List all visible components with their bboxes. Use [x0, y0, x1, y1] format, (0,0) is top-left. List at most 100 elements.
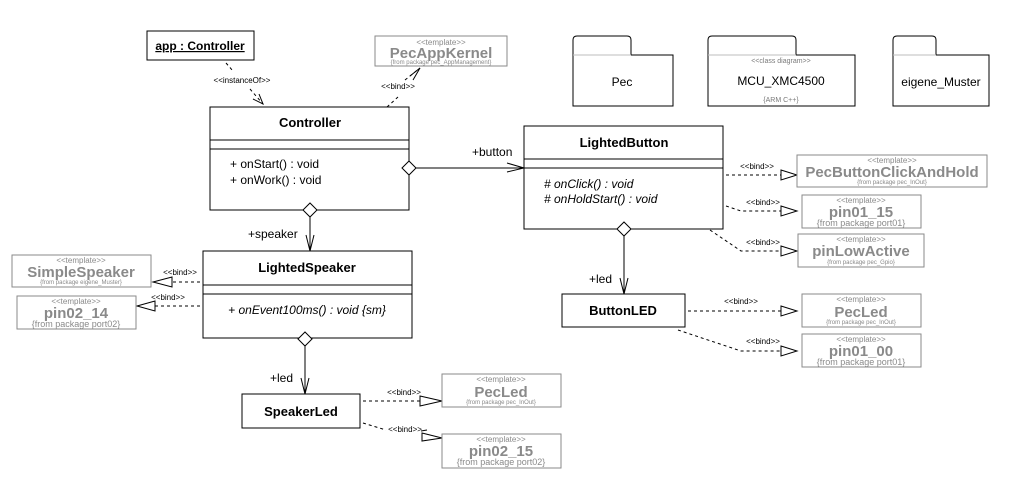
- template-pec-app-kernel[interactable]: <<template>> PecAppKernel {from package …: [374, 35, 508, 67]
- bind-label: <<bind>>: [724, 297, 758, 306]
- bind-label: <<bind>>: [740, 162, 774, 171]
- template-source: {from package port02}: [457, 457, 546, 467]
- operation: # onHoldStart() : void: [544, 192, 658, 206]
- template-pin02-14[interactable]: <<template>> pin02_14 {from package port…: [16, 295, 137, 330]
- association-button-led: +led: [589, 221, 632, 295]
- class-controller[interactable]: Controller + onStart() : void + onWork()…: [209, 106, 410, 211]
- template-pec-led-speaker[interactable]: <<template>> PecLed {from package pec_In…: [441, 373, 562, 408]
- role-label: +button: [472, 145, 512, 159]
- package-name: Pec: [612, 75, 633, 89]
- svg-text:<<template>>: <<template>>: [56, 256, 106, 265]
- bind-label: <<bind>>: [381, 82, 415, 91]
- package-name: eigene_Muster: [901, 75, 980, 89]
- bind-button-pin01-15: <<bind>>: [725, 198, 799, 217]
- bind-speakerled-pecled: <<bind>>: [363, 388, 443, 407]
- bind-speaker-simplespeaker: <<bind>>: [151, 268, 200, 288]
- bind-speakerled-pin0215: <<bind>>: [362, 422, 443, 442]
- template-source: {from package pec_InOut}: [826, 320, 896, 326]
- package-name: MCU_XMC4500: [737, 74, 825, 88]
- bind-label: <<bind>>: [163, 268, 197, 277]
- bind-label: <<bind>>: [746, 238, 780, 247]
- template-pec-led-button[interactable]: <<template>> PecLed {from package pec_In…: [801, 293, 922, 328]
- bind-buttonled-pin0100: <<bind>>: [677, 329, 799, 357]
- bind-label: <<bind>>: [388, 425, 422, 434]
- class-name: SpeakerLed: [264, 404, 338, 419]
- template-name: pin02_14: [44, 305, 109, 322]
- class-name: LightedButton: [580, 135, 669, 150]
- template-pin01-00[interactable]: <<template>> pin01_00 {from package port…: [801, 333, 922, 368]
- template-name: PecLed: [474, 384, 527, 401]
- class-name: LightedSpeaker: [258, 260, 356, 275]
- bind-label: <<bind>>: [746, 337, 780, 346]
- aggregation-diamond-icon: [302, 202, 318, 218]
- bind-button-clickandhold: <<bind>>: [726, 162, 799, 181]
- bind-controller-pecappkernel: <<bind>>: [381, 67, 421, 108]
- class-speaker-led[interactable]: SpeakerLed: [241, 393, 361, 429]
- template-name: SimpleSpeaker: [27, 264, 135, 281]
- template-name: PecButtonClickAndHold: [805, 164, 978, 181]
- class-lighted-speaker[interactable]: LightedSpeaker + onEvent100ms() : void {…: [202, 250, 413, 339]
- bind-buttonled-pecled: <<bind>>: [688, 297, 799, 317]
- role-label: +led: [270, 371, 293, 385]
- template-name: pinLowActive: [812, 243, 910, 260]
- class-button-led[interactable]: ButtonLED: [561, 293, 686, 328]
- role-label: +led: [589, 272, 612, 286]
- template-name: pin01_15: [829, 204, 893, 221]
- package-stereotype: <<class diagram>>: [751, 58, 811, 65]
- template-source: {from package port02}: [32, 319, 121, 329]
- operation: + onStart() : void: [230, 157, 319, 171]
- template-source: {from package pec_AppManagement}: [391, 60, 492, 66]
- template-pec-button-click-and-hold[interactable]: <<template>> PecButtonClickAndHold {from…: [796, 154, 988, 188]
- instanceof-dependency: <<instanceOf>>: [214, 62, 271, 106]
- svg-text:<<template>>: <<template>>: [836, 295, 886, 304]
- svg-text:<<template>>: <<template>>: [476, 435, 526, 444]
- template-source: {from package pec_InOut}: [857, 180, 927, 186]
- role-label: +speaker: [248, 227, 298, 241]
- operation: # onClick() : void: [544, 177, 634, 191]
- svg-text:<<template>>: <<template>>: [836, 235, 886, 244]
- svg-text:<<template>>: <<template>>: [416, 38, 466, 47]
- package-pec[interactable]: Pec: [572, 35, 674, 107]
- template-name: pin01_00: [829, 343, 893, 360]
- bind-button-pinlowactive: <<bind>>: [709, 229, 799, 257]
- template-name: pin02_15: [469, 443, 533, 460]
- svg-text:<<template>>: <<template>>: [476, 375, 526, 384]
- object-label: app : Controller: [155, 39, 245, 53]
- template-source: {from package pec_Gpio}: [827, 260, 895, 266]
- bind-speaker-pin02-14: <<bind>>: [135, 293, 200, 312]
- instanceof-arrowhead: [252, 93, 264, 106]
- template-source: {from package port01}: [817, 218, 906, 228]
- bind-label: <<bind>>: [746, 198, 780, 207]
- template-source: {from package pec_InOut}: [466, 400, 536, 406]
- class-name: ButtonLED: [589, 303, 657, 318]
- aggregation-diamond-icon: [616, 221, 632, 237]
- template-simple-speaker[interactable]: <<template>> SimpleSpeaker {from package…: [11, 254, 152, 288]
- template-source: {from package port01}: [817, 357, 906, 367]
- object-app-controller[interactable]: app : Controller: [146, 30, 255, 61]
- association-speaker-led: +led: [270, 331, 313, 395]
- template-pin-low-active[interactable]: <<template>> pinLowActive {from package …: [797, 233, 925, 268]
- instanceof-label: <<instanceOf>>: [214, 76, 271, 85]
- svg-text:<<template>>: <<template>>: [836, 196, 886, 205]
- svg-text:<<template>>: <<template>>: [836, 335, 886, 344]
- package-mcu-xmc4500[interactable]: <<class diagram>> MCU_XMC4500 {ARM C++}: [707, 35, 856, 107]
- class-name: Controller: [279, 115, 341, 130]
- class-lighted-button[interactable]: LightedButton # onClick() : void # onHol…: [523, 125, 724, 230]
- template-name: PecAppKernel: [390, 45, 493, 62]
- bind-label: <<bind>>: [387, 388, 421, 397]
- package-eigene-muster[interactable]: eigene_Muster: [892, 35, 990, 107]
- association-controller-button: +button: [401, 145, 526, 176]
- operation: + onEvent100ms() : void {sm}: [228, 303, 386, 317]
- template-name: PecLed: [834, 304, 887, 321]
- association-controller-speaker: +speaker: [248, 202, 318, 252]
- svg-text:<<template>>: <<template>>: [51, 297, 101, 306]
- package-note: {ARM C++}: [763, 97, 799, 104]
- template-source: {from package eigene_Muster}: [40, 280, 122, 286]
- template-pin01-15[interactable]: <<template>> pin01_15 {from package port…: [801, 194, 922, 229]
- operation: + onWork() : void: [230, 173, 321, 187]
- template-pin02-15[interactable]: <<template>> pin02_15 {from package port…: [441, 433, 562, 469]
- aggregation-diamond-icon: [297, 331, 313, 347]
- svg-text:<<template>>: <<template>>: [867, 156, 917, 165]
- bind-label: <<bind>>: [151, 293, 185, 302]
